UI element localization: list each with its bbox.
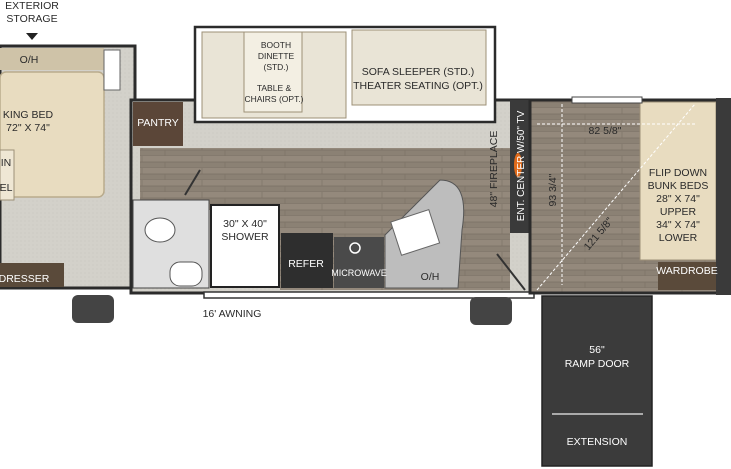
dresser (0, 263, 64, 287)
dresser-label: DRESSER (0, 273, 50, 285)
sofa-label-2: THEATER SEATING (OPT.) (353, 80, 483, 92)
bunk-label-5: 34" X 74" (656, 219, 700, 231)
ramp-label: RAMP DOOR (565, 358, 630, 370)
dinette-table (243, 31, 303, 113)
shower-size-label: 30" X 40" (223, 218, 267, 230)
pantry-label: PANTRY (137, 117, 179, 129)
garage (528, 96, 731, 295)
sofa-sleeper (351, 29, 487, 106)
bunk-beds (639, 101, 717, 261)
exterior-storage-label: EXTERIOR (5, 0, 59, 12)
bedroom (0, 33, 137, 290)
nightstand-label-1: IN (1, 157, 12, 169)
ent-center-label: ENT. CENTER W/50" TV (516, 110, 527, 221)
fireplace-flame-icon (514, 153, 522, 177)
pantry (133, 102, 183, 146)
toilet (144, 217, 176, 243)
wardrobe-label: WARDROBE (656, 265, 717, 277)
fireplace-label: 48" FIREPLACE (488, 131, 500, 208)
wheels (72, 295, 512, 325)
sofa-label-1: SOFA SLEEPER (STD.) (362, 66, 475, 78)
bunk-label-3: 28" X 74" (656, 193, 700, 205)
wardrobe (658, 262, 716, 290)
king-bed-label: KING BED (3, 109, 54, 121)
bunk-label-2: BUNK BEDS (648, 180, 709, 192)
main-floor (129, 25, 535, 299)
awning (203, 291, 535, 299)
awning-label: 16' AWNING (203, 308, 262, 320)
microwave-label: MICROWAVE (331, 268, 387, 278)
table-label-1: TABLE & (257, 83, 292, 93)
booth-label-1: BOOTH (261, 40, 291, 50)
bedroom-oh-label: O/H (20, 54, 39, 66)
booth-label-3: (STD.) (263, 62, 288, 72)
sink (169, 261, 203, 287)
table-label-2: CHAIRS (OPT.) (244, 94, 303, 104)
exterior-storage-arrow-icon (26, 33, 38, 40)
shower (210, 204, 280, 288)
shower-label: SHOWER (221, 231, 269, 243)
king-bed-size: 72" X 74" (6, 122, 50, 134)
king-bed (0, 71, 105, 198)
bunk-label-4: UPPER (660, 206, 697, 218)
dimension-height: 93 3/4" (547, 173, 559, 206)
ramp-size-label: 56" (589, 344, 605, 356)
bunk-label-6: LOWER (659, 232, 698, 244)
kitchen-oh-label: O/H (421, 271, 440, 283)
bunk-label-1: FLIP DOWN (649, 167, 707, 179)
kitchen-sink (390, 209, 441, 256)
refer (281, 233, 333, 288)
burner-icon (349, 242, 361, 254)
dimension-lines (536, 103, 696, 291)
extension-label: EXTENSION (567, 436, 628, 448)
dimension-width: 82 5/8" (589, 125, 622, 137)
nightstand-label-2: EL (0, 182, 13, 194)
ramp-door (541, 295, 653, 467)
refer-label: REFER (288, 258, 324, 270)
exterior-storage-label-2: STORAGE (6, 13, 57, 25)
booth-label-2: DINETTE (258, 51, 295, 61)
